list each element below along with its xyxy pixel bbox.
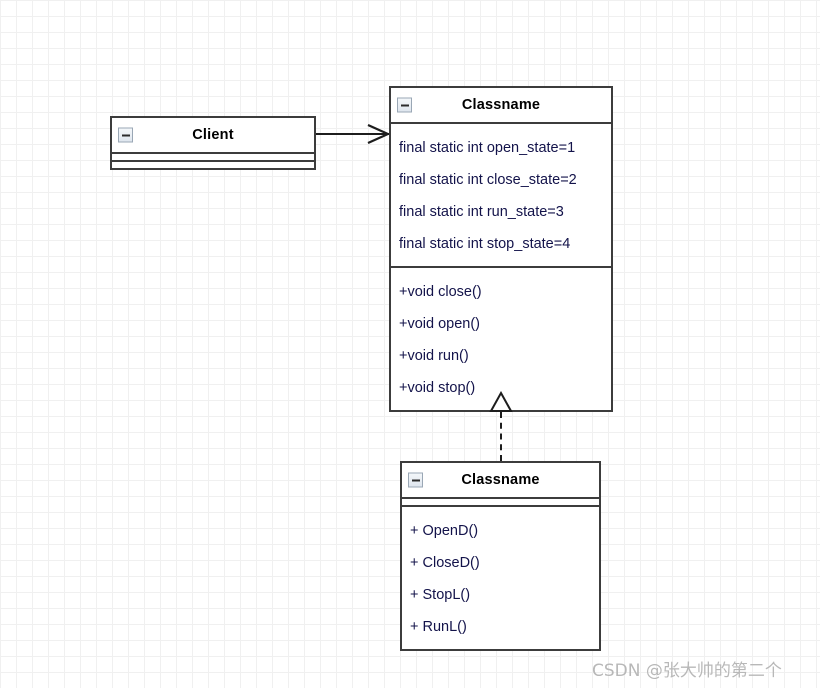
class-name-label: Client <box>192 127 234 143</box>
compartment-divider <box>391 122 611 124</box>
association-arrowhead-icon <box>367 123 390 145</box>
compartment-divider <box>112 152 314 154</box>
method-row: +void stop() <box>399 380 476 396</box>
compartment-divider <box>402 505 599 507</box>
compartment-divider <box>402 497 599 499</box>
method-row: +void run() <box>399 348 469 364</box>
compartment-divider <box>112 160 314 162</box>
class-title-bar: Classname <box>402 463 599 497</box>
class-name-label: Classname <box>461 472 540 488</box>
attribute-row: final static int open_state=1 <box>399 140 576 156</box>
methods-compartment-empty <box>112 162 314 168</box>
attributes-compartment: final static int open_state=1 final stat… <box>391 124 611 266</box>
uml-class-top[interactable]: Classname final static int open_state=1 … <box>389 86 613 412</box>
csdn-watermark: CSDN @张大帅的第二个 <box>592 661 782 681</box>
method-row: + OpenD() <box>410 523 479 539</box>
collapse-minus-icon[interactable] <box>408 472 423 488</box>
attribute-row: final static int stop_state=4 <box>399 236 571 252</box>
hollow-triangle-arrowhead-icon <box>489 391 513 412</box>
method-row: + CloseD() <box>410 555 480 571</box>
method-row: + StopL() <box>410 587 471 603</box>
method-row: + RunL() <box>410 619 467 635</box>
attributes-compartment-empty <box>402 499 599 505</box>
method-row: +void close() <box>399 284 482 300</box>
uml-class-client[interactable]: Client <box>110 116 316 170</box>
attribute-row: final static int run_state=3 <box>399 204 564 220</box>
collapse-minus-icon[interactable] <box>118 127 133 143</box>
collapse-minus-icon[interactable] <box>397 97 412 113</box>
method-row: +void open() <box>399 316 481 332</box>
compartment-divider <box>391 266 611 268</box>
methods-compartment: +void close() +void open() +void run() +… <box>391 268 611 410</box>
attributes-compartment-empty <box>112 154 314 160</box>
attribute-row: final static int close_state=2 <box>399 172 577 188</box>
class-name-label: Classname <box>461 97 541 113</box>
class-title-bar: Classname <box>391 88 611 122</box>
class-title-bar: Client <box>112 118 314 152</box>
association-line <box>316 133 389 135</box>
uml-class-bottom[interactable]: Classname + OpenD() + CloseD() + StopL()… <box>400 461 601 651</box>
realization-dashed-line <box>500 412 502 461</box>
methods-compartment: + OpenD() + CloseD() + StopL() + RunL() <box>402 507 599 649</box>
